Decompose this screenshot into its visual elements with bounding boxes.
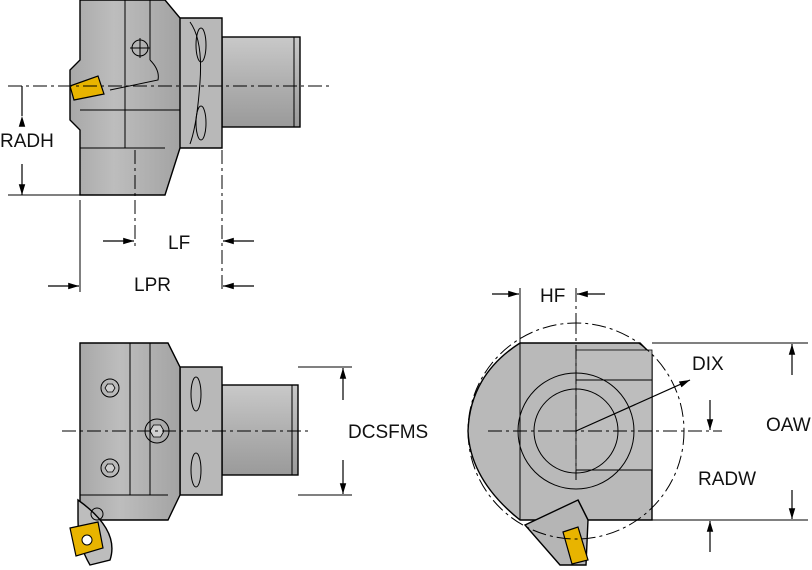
slot-icon (195, 105, 207, 141)
slot-icon (190, 376, 202, 412)
side-view (8, 0, 330, 292)
dix-label: DIX (692, 354, 724, 375)
hex-screw-icon (100, 378, 120, 398)
radh-label: RADH (0, 131, 54, 152)
hex-screw-icon (100, 458, 120, 478)
front-view (467, 288, 808, 566)
insert-icon (562, 526, 589, 565)
shank-part (221, 384, 299, 476)
insert-icon (69, 75, 105, 101)
lf-label: LF (168, 233, 190, 254)
top-view (62, 342, 352, 566)
dcsfms-label: DCSFMS (348, 422, 428, 443)
hf-label: HF (540, 286, 565, 307)
slot-icon (195, 27, 207, 63)
shank-part (221, 36, 301, 128)
lpr-label: LPR (134, 275, 171, 296)
oaw-label: OAW (766, 415, 811, 436)
slot-icon (190, 452, 202, 488)
radw-label: RADW (698, 469, 756, 490)
